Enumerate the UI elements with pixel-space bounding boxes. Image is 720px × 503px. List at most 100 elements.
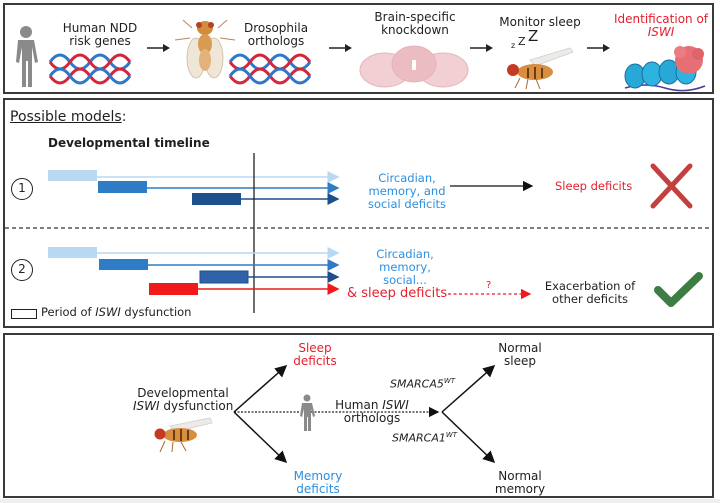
label-line: Memory: [293, 469, 343, 483]
outcome-line: Circadian,: [378, 171, 436, 185]
branch-arrow-normal-memory: [441, 411, 496, 464]
model2-timeline: [48, 247, 340, 295]
step-label-line: orthologs: [247, 34, 305, 49]
step-monitor-sleep-label: Monitor sleep: [490, 15, 590, 29]
fly-brain-icon: [359, 45, 469, 88]
step-label-line: Monitor sleep: [499, 15, 581, 29]
dysfunction-bar-late: [199, 270, 249, 284]
sleeping-fly-icon: [507, 47, 574, 90]
origin-line: dysfunction: [159, 399, 234, 414]
dysfunction-bar-early: [48, 170, 97, 181]
memory-deficits-label: Memory deficits: [290, 469, 346, 497]
result-line: Exacerbation of: [544, 279, 636, 293]
models-graphics: [5, 153, 712, 313]
step-label-line: Drosophila: [243, 21, 309, 35]
fruit-fly-icon: [174, 19, 236, 79]
dysfunction-bar-red: [149, 283, 198, 295]
model1-outcomes: Circadian, memory, and social deficits: [362, 172, 452, 211]
dysfunction-bar-mid: [99, 259, 148, 270]
model2-outcomes: Circadian, memory, social...: [365, 248, 445, 287]
red-x-icon: [650, 163, 693, 209]
model2-number-badge: 2: [11, 259, 33, 281]
step-identification-label: Identification of ISWI: [606, 12, 716, 40]
result-line: other deficits: [552, 291, 628, 306]
label-line: Normal: [498, 341, 542, 355]
step-label-line: risk genes: [69, 34, 131, 49]
dna-helix-icon: [228, 53, 312, 85]
origin-line: Developmental: [137, 386, 229, 400]
label-line: sleep: [504, 354, 536, 369]
sleep-z-large: Z: [528, 27, 539, 45]
label-line: Human: [335, 398, 383, 412]
human-silhouette-icon: [300, 394, 315, 431]
step-label-line: knockdown: [381, 23, 449, 38]
label-line: deficits: [293, 354, 337, 369]
summary-panel: [3, 333, 714, 498]
model2-result-exacerbation: Exacerbation of other deficits: [540, 280, 640, 306]
legend-gene: ISWI: [95, 305, 121, 319]
branch-arrow-sleep: [233, 365, 288, 413]
models-heading-colon: :: [121, 109, 127, 125]
legend-text: dysfunction: [120, 305, 192, 319]
timeline-label: Developmental timeline: [48, 136, 210, 150]
human-silhouette-icon: [16, 26, 38, 87]
label-line: Sleep: [298, 341, 332, 355]
outcome-line: Circadian,: [376, 247, 434, 261]
step-label-line: Human NDD: [62, 21, 138, 35]
ortholog-name: SMARCA5: [390, 377, 444, 391]
step-label-line: Brain-specific: [374, 10, 456, 24]
rescue-gene: ISWI: [382, 398, 409, 412]
outcome-line: social...: [383, 272, 427, 287]
dysfunction-bar-early: [48, 247, 97, 258]
iswi-gene-label: ISWI: [647, 25, 675, 40]
model1-result-sleep-deficits: Sleep deficits: [555, 179, 633, 193]
step-drosophila-label: Drosophila orthologs: [228, 21, 324, 49]
human-orthologs-label: Human ISWI orthologs: [322, 398, 422, 426]
outcome-line: memory, and: [368, 183, 446, 198]
branch-arrow-normal-sleep: [441, 365, 496, 413]
label-line: Normal: [498, 469, 542, 483]
label-line: deficits: [296, 482, 340, 497]
pipeline-graphics: [16, 19, 706, 92]
arrow-icon: [587, 44, 610, 52]
ortholog-superscript: WT: [443, 377, 456, 385]
nucleosome-remodeler-icon: [624, 46, 706, 92]
model1-timeline: [48, 170, 340, 205]
ortholog-name: SMARCA1: [392, 431, 446, 445]
sleep-deficits-label: Sleep deficits: [290, 341, 340, 369]
model2-question-mark: ?: [486, 280, 492, 291]
legend-text: Period of: [41, 305, 96, 319]
ortholog-superscript: WT: [445, 431, 458, 439]
fruit-fly-icon: [154, 417, 213, 453]
normal-memory-label: Normal memory: [490, 469, 550, 497]
outcome-line: social deficits: [367, 196, 447, 211]
step-human-ndd-label: Human NDD risk genes: [52, 21, 148, 49]
sleep-z-small: z: [511, 41, 516, 50]
smarca1-label: SMARCA1WT: [392, 431, 458, 445]
branch-arrow-memory: [233, 411, 288, 464]
step-label-line: Identification of: [613, 12, 709, 26]
sleep-z-medium: Z: [518, 35, 526, 48]
label-line: memory: [494, 482, 546, 497]
dysfunction-bar-mid: [98, 181, 147, 193]
outcome-line: memory,: [379, 259, 431, 274]
arrow-icon: [329, 44, 352, 52]
bottom-margin-strip: [0, 499, 720, 503]
label-line: orthologs: [343, 411, 401, 426]
model2-sleep-deficits: & sleep deficits: [347, 286, 448, 301]
arrow-icon: [147, 44, 170, 52]
green-check-icon: [654, 272, 703, 307]
dysfunction-bar-late: [192, 193, 241, 205]
arrow-icon: [470, 44, 493, 52]
model1-number-badge: 1: [11, 178, 33, 200]
step-knockdown-label: Brain-specific knockdown: [360, 10, 470, 38]
models-heading-text: Possible models: [10, 109, 122, 125]
dysfunction-legend-label: Period of ISWI dysfunction: [41, 306, 191, 319]
normal-sleep-label: Normal sleep: [490, 341, 550, 369]
smarca5-label: SMARCA5WT: [390, 377, 456, 391]
origin-label: Developmental ISWI dysfunction: [133, 386, 234, 414]
dysfunction-legend-swatch: [11, 309, 37, 319]
possible-models-panel: [3, 98, 714, 328]
models-heading: Possible models:: [10, 109, 127, 126]
